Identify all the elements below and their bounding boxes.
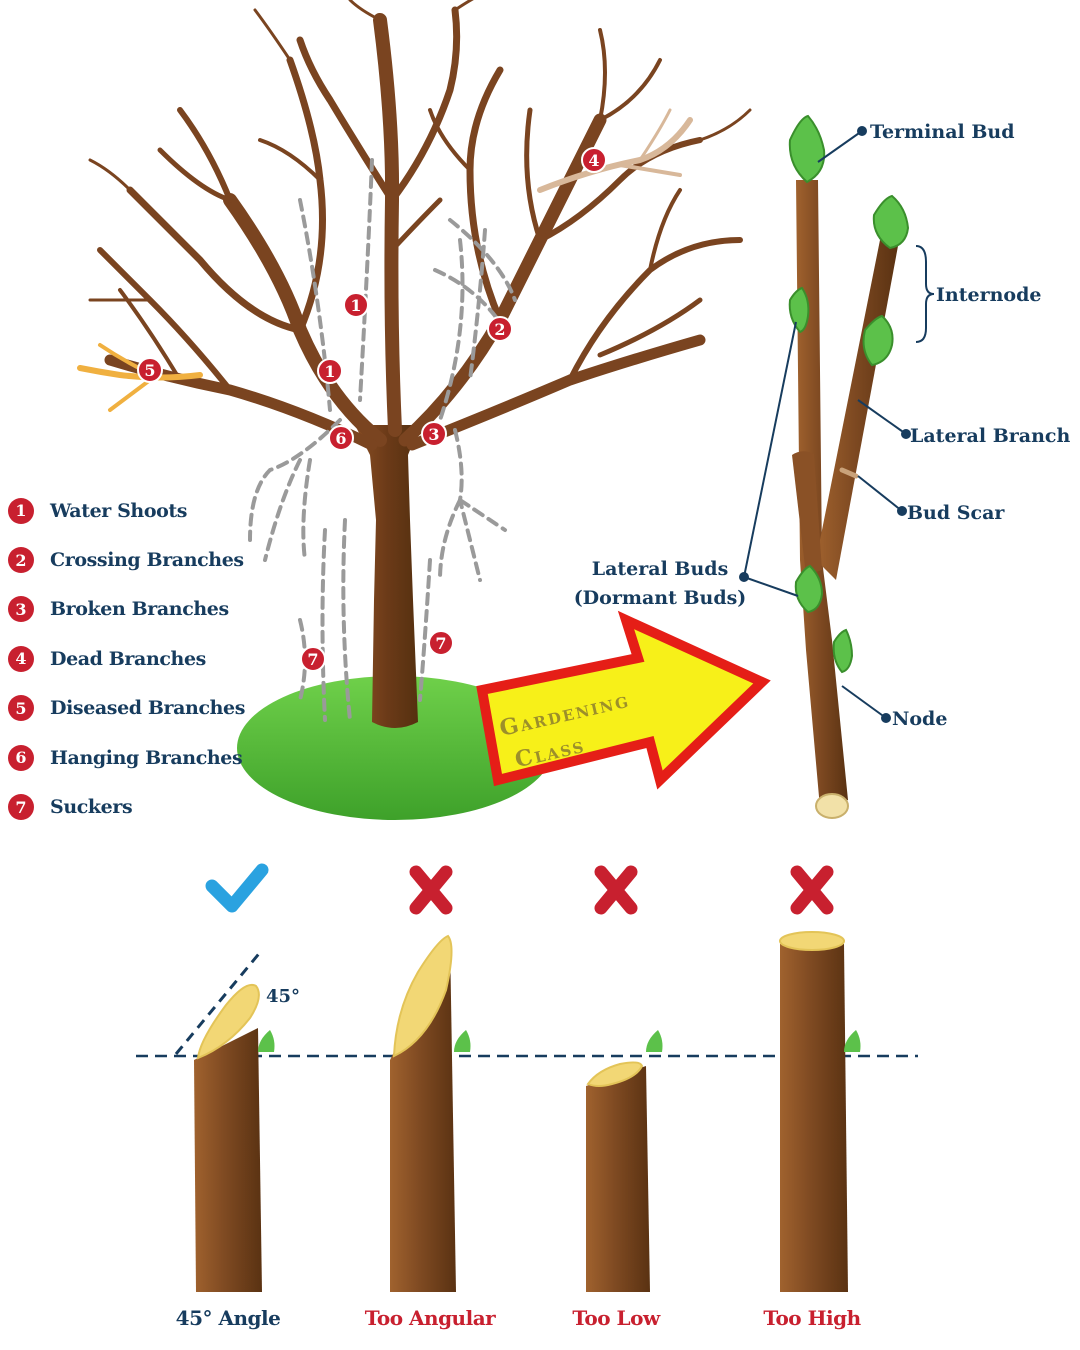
grass-mound bbox=[237, 676, 553, 820]
x-icon bbox=[594, 865, 638, 915]
marker-broken-branches: 3 bbox=[421, 421, 447, 447]
legend-item-hanging-branches: 6 Hanging Branches bbox=[8, 733, 268, 782]
angle-label: 45° bbox=[266, 986, 300, 1007]
x-icon bbox=[409, 865, 453, 915]
svg-text:3: 3 bbox=[428, 425, 439, 444]
legend-number: 7 bbox=[8, 794, 34, 821]
legend-number: 4 bbox=[8, 645, 34, 672]
check-icon bbox=[205, 863, 269, 913]
legend-item-crossing-branches: 2 Crossing Branches bbox=[8, 535, 268, 584]
legend-label: Broken Branches bbox=[50, 598, 229, 621]
svg-text:4: 4 bbox=[588, 151, 599, 170]
lateral-branch-stem bbox=[816, 240, 898, 580]
cut-too-high bbox=[779, 931, 861, 1292]
legend-item-suckers: 7 Suckers bbox=[8, 782, 268, 831]
lateral-branch-label: Lateral Branch bbox=[910, 425, 1070, 447]
pruning-legend: 1 Water Shoots 2 Crossing Branches 3 Bro… bbox=[8, 486, 268, 832]
stem-cut-end bbox=[815, 793, 849, 819]
marker-hanging-branches: 6 bbox=[328, 425, 354, 451]
marker-suckers-left: 7 bbox=[300, 646, 326, 672]
branch-anatomy: Terminal Bud Internode Lateral Branch Bu… bbox=[574, 114, 1070, 819]
legend-item-dead-branches: 4 Dead Branches bbox=[8, 634, 268, 683]
legend-label: Hanging Branches bbox=[50, 746, 243, 769]
legend-number: 5 bbox=[8, 695, 34, 722]
legend-label: Dead Branches bbox=[50, 647, 206, 670]
legend-label: Crossing Branches bbox=[50, 549, 244, 572]
dormant-buds-label: (Dormant Buds) bbox=[574, 587, 747, 609]
svg-text:6: 6 bbox=[335, 429, 346, 448]
marker-dead-branches: 4 bbox=[581, 147, 607, 173]
legend-label: Suckers bbox=[50, 796, 133, 819]
cut-label-too-angular: Too Angular bbox=[364, 1306, 496, 1330]
marker-diseased-branches: 5 bbox=[137, 357, 163, 383]
tree-trunk bbox=[355, 425, 420, 728]
lateral-buds-label: Lateral Buds bbox=[592, 558, 729, 580]
cut-45-angle: 45° bbox=[174, 949, 300, 1292]
marker-water-shoots-upper: 1 bbox=[343, 292, 369, 318]
legend-item-diseased-branches: 5 Diseased Branches bbox=[8, 684, 268, 733]
legend-item-broken-branches: 3 Broken Branches bbox=[8, 585, 268, 634]
svg-text:1: 1 bbox=[350, 296, 361, 315]
tree-markers: 1 1 2 3 4 5 6 7 7 bbox=[137, 147, 607, 672]
dead-branch bbox=[537, 108, 693, 193]
svg-text:1: 1 bbox=[324, 362, 335, 381]
cut-label-too-high: Too High bbox=[763, 1306, 861, 1330]
bud-scar-label: Bud Scar bbox=[907, 502, 1005, 524]
cut-label-too-low: Too Low bbox=[572, 1306, 660, 1330]
terminal-bud-label: Terminal Bud bbox=[870, 121, 1015, 143]
cut-label-45-angle: 45° Angle bbox=[175, 1306, 281, 1330]
cut-too-angular bbox=[390, 934, 471, 1292]
legend-number: 3 bbox=[8, 596, 34, 623]
internode-label: Internode bbox=[936, 284, 1041, 306]
x-icon bbox=[790, 865, 834, 915]
svg-text:5: 5 bbox=[144, 361, 155, 380]
gardening-class-arrow: Gardening Class bbox=[476, 610, 771, 790]
svg-text:2: 2 bbox=[494, 320, 505, 339]
lateral-bud bbox=[794, 564, 824, 614]
dashed-removed-branches bbox=[248, 158, 517, 722]
node-label: Node bbox=[892, 708, 947, 730]
legend-item-water-shoots: 1 Water Shoots bbox=[8, 486, 268, 535]
cut-too-low bbox=[586, 1030, 663, 1292]
legend-label: Diseased Branches bbox=[50, 697, 246, 720]
bud-scar bbox=[839, 467, 859, 479]
legend-number: 6 bbox=[8, 744, 34, 771]
marker-crossing-branches: 2 bbox=[487, 316, 513, 342]
legend-number: 2 bbox=[8, 547, 34, 574]
svg-text:7: 7 bbox=[435, 634, 446, 653]
marker-suckers-right: 7 bbox=[428, 630, 454, 656]
marker-water-shoots-lower: 1 bbox=[317, 358, 343, 384]
svg-text:7: 7 bbox=[307, 650, 318, 669]
main-stem bbox=[796, 180, 848, 808]
terminal-bud bbox=[788, 114, 826, 184]
legend-number: 1 bbox=[8, 497, 34, 524]
legend-label: Water Shoots bbox=[50, 499, 188, 522]
